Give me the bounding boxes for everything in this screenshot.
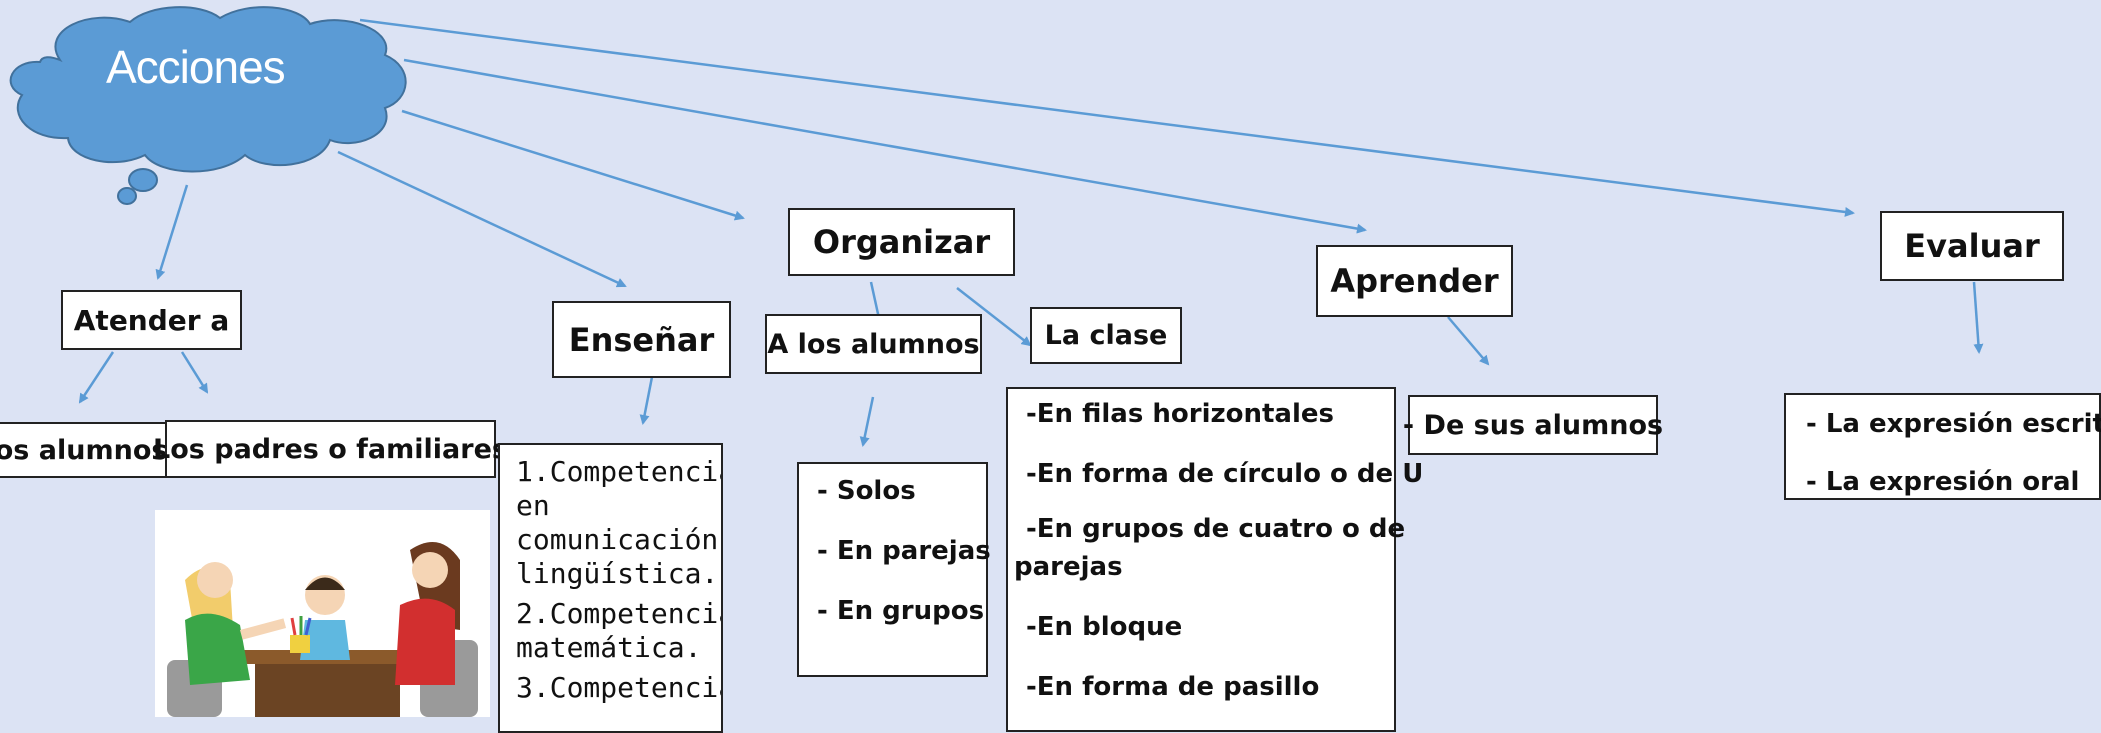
- arrow-atender-alumnos: [78, 351, 115, 404]
- clase-item: -En forma de círculo o de U: [1026, 459, 1424, 489]
- clase-item: -En grupos de cuatro o de: [1026, 514, 1406, 544]
- node-padres: Los padres o familiares: [153, 420, 508, 478]
- node-padres-label: Los padres o familiares: [153, 433, 508, 465]
- evaluar-item: - La expresión escrita: [1806, 409, 2101, 439]
- connector-layer: [9, 6, 1984, 447]
- arrow-to-atender: [155, 184, 189, 280]
- alumnos-item: - Solos: [817, 476, 916, 506]
- clase-item: -En filas horizontales: [1026, 399, 1334, 429]
- node-de-sus-alumnos: - De sus alumnos: [1403, 395, 1663, 455]
- node-aprender: Aprender: [1316, 245, 1513, 317]
- competencia-line: 3.Competencia: [516, 671, 723, 704]
- arrow-to-aprender: [403, 58, 1367, 234]
- node-de-sus-alumnos-label: - De sus alumnos: [1402, 409, 1664, 441]
- node-a-los-alumnos: A los alumnos: [765, 314, 982, 374]
- clase-item: -En forma de pasillo: [1026, 672, 1320, 702]
- arrow-to-evaluar: [359, 18, 1855, 217]
- alumnos-item: - En grupos: [817, 596, 985, 626]
- node-los-alumnos-label: Los alumnos: [0, 434, 168, 466]
- arrow-alumnos-list: [859, 396, 875, 447]
- competencia-line: matemática.: [516, 631, 702, 664]
- competencia-line: en: [516, 489, 550, 522]
- competencia-line: lingüística.: [516, 557, 719, 590]
- evaluar-list: - La expresión escrita - La expresión or…: [1784, 393, 2101, 500]
- thought-cloud: [9, 6, 407, 205]
- node-evaluar-label: Evaluar: [1904, 227, 2040, 265]
- alumnos-item: - En parejas: [817, 536, 991, 566]
- arrow-aprender-item: [1447, 316, 1490, 366]
- node-aprender-label: Aprender: [1330, 262, 1499, 300]
- node-organizar-label: Organizar: [812, 223, 991, 261]
- arrow-evaluar-list: [1972, 281, 1984, 354]
- node-evaluar: Evaluar: [1880, 211, 2064, 281]
- competencia-line: comunicación: [516, 523, 719, 556]
- node-la-clase: La clase: [1030, 307, 1182, 364]
- meeting-illustration: [155, 510, 490, 717]
- node-ensenar-label: Enseñar: [568, 320, 715, 359]
- evaluar-item: - La expresión oral: [1806, 467, 2080, 497]
- competencia-line: 2.Competencia: [516, 597, 723, 630]
- arrow-ensenar-list: [639, 376, 654, 425]
- node-atender: Atender a: [61, 290, 242, 350]
- alumnos-list: - Solos - En parejas - En grupos: [797, 462, 991, 677]
- arrow-to-organizar: [401, 109, 745, 221]
- root-title: Acciones: [106, 41, 286, 93]
- clase-list: -En filas horizontales -En forma de círc…: [1006, 387, 1424, 732]
- clase-item: -En bloque: [1026, 612, 1183, 642]
- node-atender-label: Atender a: [73, 303, 230, 337]
- arrow-atender-padres: [180, 351, 209, 394]
- node-los-alumnos: Los alumnos: [0, 422, 175, 478]
- clase-item: parejas: [1014, 552, 1123, 582]
- arrow-organizar-clase: [956, 287, 1032, 347]
- node-la-clase-label: La clase: [1044, 320, 1168, 351]
- node-organizar: Organizar: [788, 208, 1015, 276]
- arrow-to-ensenar: [337, 150, 627, 288]
- node-a-los-alumnos-label: A los alumnos: [767, 328, 980, 360]
- competencias-list: 1.Competencia en comunicación lingüístic…: [498, 443, 723, 733]
- node-ensenar: Enseñar: [552, 301, 731, 378]
- competencia-line: 1.Competencia: [516, 455, 723, 488]
